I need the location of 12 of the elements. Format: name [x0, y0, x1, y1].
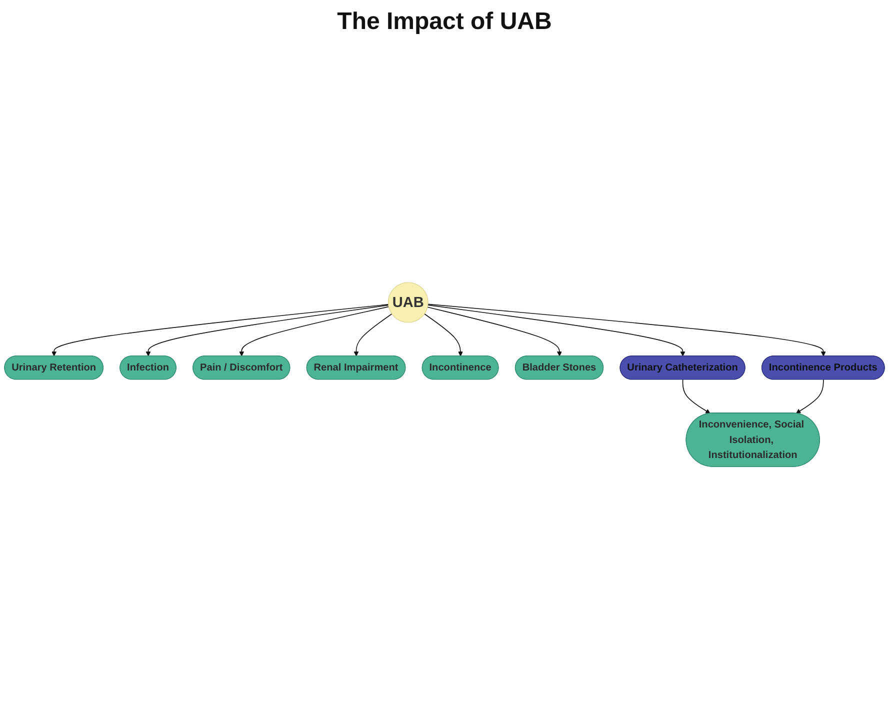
- arrow: [424, 314, 463, 357]
- arrow: [239, 306, 390, 357]
- node-circle: UAB: [388, 282, 428, 324]
- arrow: [354, 314, 392, 357]
- arrow: [428, 305, 686, 357]
- arrow: [52, 304, 389, 357]
- arrow: [146, 305, 389, 357]
- arrow: [427, 307, 562, 357]
- arrow: [428, 304, 826, 357]
- diagram-title: The Impact of UAB: [336, 8, 553, 36]
- arrow: [682, 380, 710, 414]
- arrow: [796, 380, 824, 414]
